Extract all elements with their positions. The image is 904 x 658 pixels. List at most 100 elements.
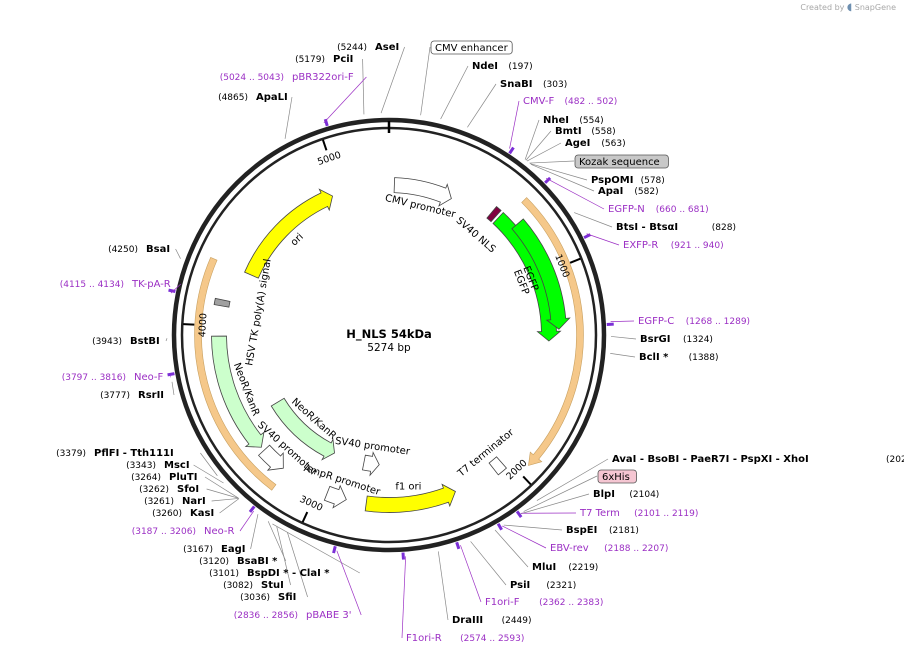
- primer-mark: [544, 176, 552, 184]
- feature-sv40-promoter[interactable]: [361, 451, 380, 477]
- site-label-bspei[interactable]: BspEI(2181): [566, 525, 639, 536]
- leader-line: [267, 521, 287, 562]
- site-label-bspdi-clai[interactable]: BspDI * - ClaI * (3101): [209, 568, 330, 579]
- leader-line: [380, 46, 405, 114]
- feature-sv40-promoter[interactable]: [257, 444, 284, 471]
- site-label-pbabe-3[interactable]: pBABE 3'(2836 .. 2856): [234, 610, 352, 621]
- site-label-nari[interactable]: NarI(3261): [144, 496, 206, 507]
- site-label-f1ori-f[interactable]: F1ori-F(2362 .. 2383): [485, 597, 603, 608]
- feature-cmv-promoter[interactable]: [393, 177, 452, 207]
- site-label-neo-f[interactable]: Neo-F(3797 .. 3816): [62, 372, 164, 383]
- site-position: (4115 .. 4134): [60, 280, 124, 290]
- feature-ori[interactable]: [244, 188, 333, 279]
- ruler-tick-label: 4000: [197, 313, 209, 338]
- site-label-bsai[interactable]: BsaI(4250): [108, 244, 170, 255]
- site-name: RsrII: [138, 390, 164, 401]
- site-label-rsrii[interactable]: RsrII(3777): [100, 390, 164, 401]
- primer-mark: [515, 510, 523, 518]
- leader-line: [529, 160, 575, 164]
- site-label-sfoi[interactable]: SfoI(3262): [139, 484, 199, 495]
- site-label-t7-term[interactable]: T7 Term(2101 .. 2119): [579, 508, 698, 519]
- site-label-tk-pa-r[interactable]: TK-pA-R(4115 .. 4134): [60, 279, 171, 290]
- site-name: F1ori-F: [485, 597, 520, 608]
- site-label-pcii[interactable]: PciI(5179): [295, 54, 353, 65]
- ruler-tick: [522, 475, 532, 486]
- site-label-6xhis[interactable]: 6xHis: [597, 469, 637, 484]
- ruler-tick: [301, 511, 309, 523]
- site-name: NarI: [182, 496, 206, 507]
- feature-sv40-nls[interactable]: [486, 205, 502, 223]
- site-label-draiii[interactable]: DraIII(2449): [452, 615, 532, 626]
- site-label-egfp-c[interactable]: EGFP-C(1268 .. 1289): [638, 316, 750, 327]
- site-name: BsaBI *: [237, 556, 278, 567]
- site-label-ebv-rev[interactable]: EBV-rev(2188 .. 2207): [550, 543, 668, 554]
- site-name: BstBI: [130, 336, 160, 347]
- site-name: AvaI - BsoBI - PaeR7I - PspXI - XhoI: [612, 454, 809, 465]
- site-position: (2101 .. 2119): [634, 509, 698, 519]
- site-name: BclI *: [639, 352, 669, 363]
- site-label-bmti[interactable]: BmtI (558): [555, 126, 616, 137]
- site-label-snabi[interactable]: SnaBI(303): [500, 79, 567, 90]
- site-label-apali[interactable]: ApaLI(4865): [218, 92, 288, 103]
- site-label-bsabi[interactable]: BsaBI * (3120): [199, 556, 278, 567]
- site-label-bcli[interactable]: BclI *(1388): [639, 352, 719, 363]
- site-label-egfp-n[interactable]: EGFP-N(660 .. 681): [608, 204, 709, 215]
- site-label-agei[interactable]: AgeI(563): [565, 138, 626, 149]
- site-label-cmv-enhancer[interactable]: CMV enhancer: [430, 40, 513, 55]
- site-label-blpi[interactable]: BlpI(2104): [593, 489, 659, 500]
- site-position: (3120): [199, 557, 229, 567]
- site-label-pspomi[interactable]: PspOMI(578): [591, 175, 665, 186]
- site-label-ndei[interactable]: NdeI(197): [472, 61, 533, 72]
- site-label-kasi[interactable]: KasI(3260): [152, 508, 214, 519]
- site-label-apai[interactable]: ApaI(582): [598, 186, 659, 197]
- site-label-pluti[interactable]: PluTI(3264): [131, 472, 197, 483]
- site-label-asei[interactable]: AseI(5244): [337, 42, 399, 53]
- site-label-eagi[interactable]: EagI(3167): [183, 544, 245, 555]
- site-label-mlui[interactable]: MluI(2219): [532, 562, 598, 573]
- site-label-bstbi[interactable]: BstBI(3943): [92, 336, 160, 347]
- site-name: BtsI - BtsαI: [616, 222, 678, 233]
- site-position: (563): [601, 139, 625, 149]
- site-label-neo-r[interactable]: Neo-R(3187 .. 3206): [132, 526, 235, 537]
- site-label-nhei[interactable]: NheI(554): [543, 115, 604, 126]
- feature-t7-terminator[interactable]: [488, 456, 508, 476]
- site-label-exfp-r[interactable]: EXFP-R(921 .. 940): [623, 240, 724, 251]
- site-label-cmv-f[interactable]: CMV-F(482 .. 502): [523, 96, 617, 107]
- feature-egfp[interactable]: [511, 218, 571, 330]
- site-label-btsi-bts-i[interactable]: BtsI - BtsαI(828): [616, 222, 736, 233]
- site-name: BsaI: [146, 244, 170, 255]
- site-name: EGFP-N: [608, 204, 645, 215]
- feature-neor-kanr[interactable]: [211, 335, 265, 448]
- site-label-psii[interactable]: PsiI(2321): [510, 580, 576, 591]
- site-label-stui[interactable]: StuI(3082): [223, 580, 284, 591]
- site-name: EBV-rev: [550, 543, 589, 554]
- site-name: BspDI * - ClaI *: [247, 568, 330, 579]
- leader-line: [171, 381, 175, 396]
- orf-band: [194, 257, 277, 491]
- site-position: (3101): [209, 569, 239, 579]
- site-label-kozak-sequence[interactable]: Kozak sequence: [574, 154, 669, 169]
- site-name: SfiI: [278, 592, 296, 603]
- site-label-pbr322ori-f[interactable]: pBR322ori-F(5024 .. 5043): [220, 72, 354, 83]
- feature-ampr-promoter[interactable]: [323, 484, 347, 509]
- feature-f1-ori[interactable]: [364, 483, 456, 513]
- feature-neor-kanr[interactable]: [270, 397, 335, 461]
- site-position: (303): [543, 80, 567, 90]
- site-position: (5024 .. 5043): [220, 73, 284, 83]
- site-label-sfii[interactable]: SfiI(3036): [240, 592, 296, 603]
- leader-line: [536, 458, 609, 501]
- ruler-tick: [569, 257, 581, 264]
- site-label-f1ori-r[interactable]: F1ori-R(2574 .. 2593): [406, 633, 524, 644]
- ruler-tick: [321, 139, 328, 151]
- leader-line: [204, 476, 239, 499]
- site-position: (558): [591, 127, 615, 137]
- site-label-msci[interactable]: MscI(3343): [126, 460, 190, 471]
- site-name: BmtI: [555, 126, 582, 137]
- site-label-bsrgi[interactable]: BsrGI(1324): [640, 334, 713, 345]
- leader-line: [250, 514, 259, 550]
- site-label-avai-bsobi-paer7i-pspxi-xhoi[interactable]: AvaI - BsoBI - PaeR7I - PspXI - XhoI(202…: [612, 454, 904, 465]
- site-name: EagI: [221, 544, 245, 555]
- site-label-pflfi-tth111i[interactable]: PflFI - Tth111I(3379): [56, 448, 174, 459]
- feature-hsv-tk-poly-a-signal[interactable]: [213, 297, 231, 308]
